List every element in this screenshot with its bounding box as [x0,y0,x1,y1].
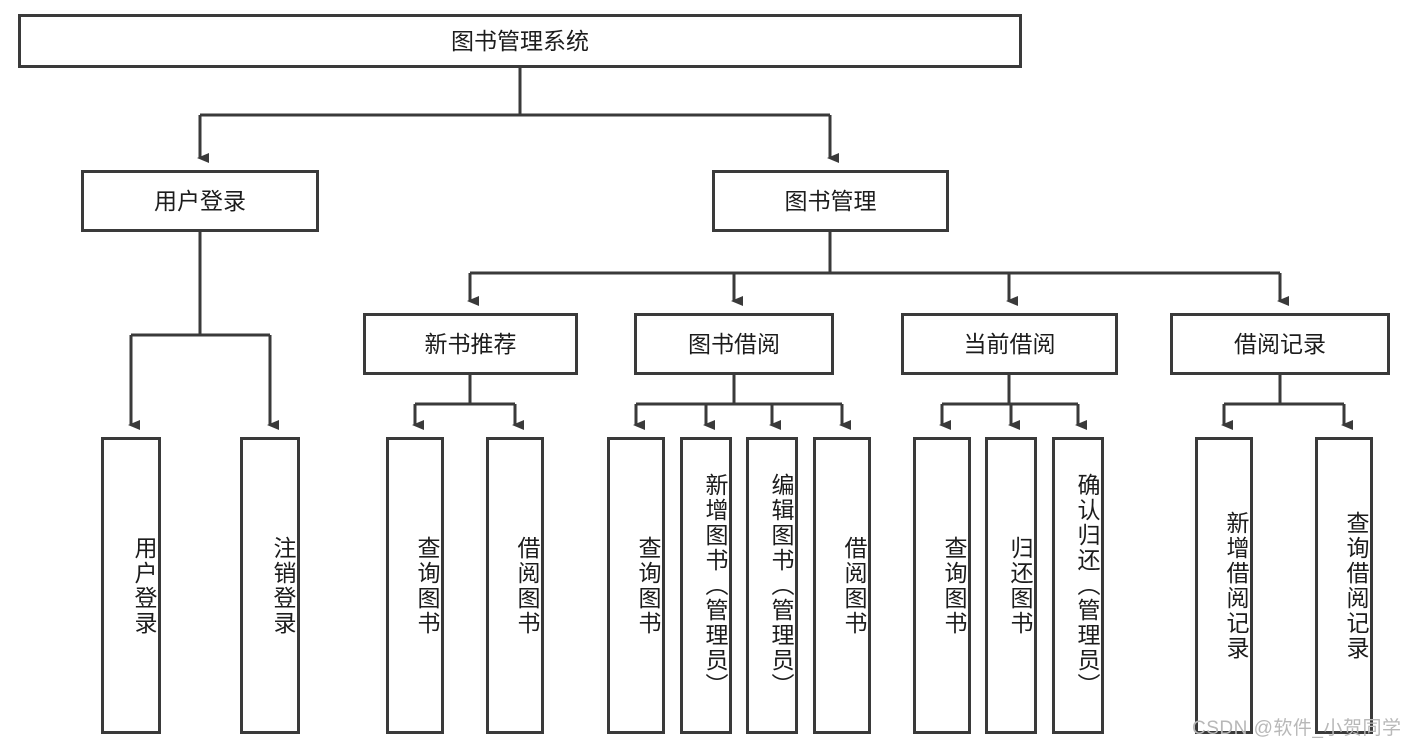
node-label: 用户登录 [154,187,246,214]
leaf-query-books-borrow[interactable]: 查询图书 [607,437,665,734]
node-label: 新书推荐 [424,330,517,357]
node-label: 新增借阅记录 [1223,510,1249,661]
node-label: 当前借阅 [963,330,1056,357]
node-user-login[interactable]: 用户登录 [81,170,319,232]
node-label: 图书管理 [784,187,877,214]
node-new-book-recommend[interactable]: 新书推荐 [363,313,578,375]
node-label: 确认归还（管理员） [1074,473,1100,698]
node-book-borrow[interactable]: 图书借阅 [634,313,834,375]
leaf-user-login[interactable]: 用户登录 [101,437,161,734]
node-label: 借阅记录 [1234,330,1326,357]
node-label: 图书借阅 [688,330,780,357]
node-label: 新增图书（管理员） [702,473,728,698]
leaf-query-books-current[interactable]: 查询图书 [913,437,971,734]
leaf-confirm-return-admin[interactable]: 确认归还（管理员） [1052,437,1104,734]
node-root[interactable]: 图书管理系统 [18,14,1022,68]
watermark: CSDN @软件_小贺同学 [1192,718,1402,739]
node-label: 图书管理系统 [451,27,589,54]
node-borrow-record[interactable]: 借阅记录 [1170,313,1390,375]
node-label: 借阅图书 [514,535,540,636]
node-label: 归还图书 [1007,535,1033,636]
node-current-borrow[interactable]: 当前借阅 [901,313,1118,375]
node-book-management[interactable]: 图书管理 [712,170,949,232]
leaf-add-book-admin[interactable]: 新增图书（管理员） [680,437,732,734]
node-label: 用户登录 [131,535,157,636]
node-label: 注销登录 [270,535,296,636]
node-label: 查询图书 [414,535,440,636]
leaf-user-logout[interactable]: 注销登录 [240,437,300,734]
leaf-return-books[interactable]: 归还图书 [985,437,1037,734]
node-label: 编辑图书（管理员） [768,473,794,698]
node-label: 查询图书 [635,535,661,636]
node-label: 查询图书 [941,535,967,636]
leaf-borrow-books-recommend[interactable]: 借阅图书 [486,437,544,734]
leaf-query-books-recommend[interactable]: 查询图书 [386,437,444,734]
node-label: 借阅图书 [841,535,867,636]
node-label: 查询借阅记录 [1343,510,1369,661]
leaf-borrow-books[interactable]: 借阅图书 [813,437,871,734]
leaf-edit-book-admin[interactable]: 编辑图书（管理员） [746,437,798,734]
leaf-add-borrow-record[interactable]: 新增借阅记录 [1195,437,1253,734]
leaf-query-borrow-record[interactable]: 查询借阅记录 [1315,437,1373,734]
